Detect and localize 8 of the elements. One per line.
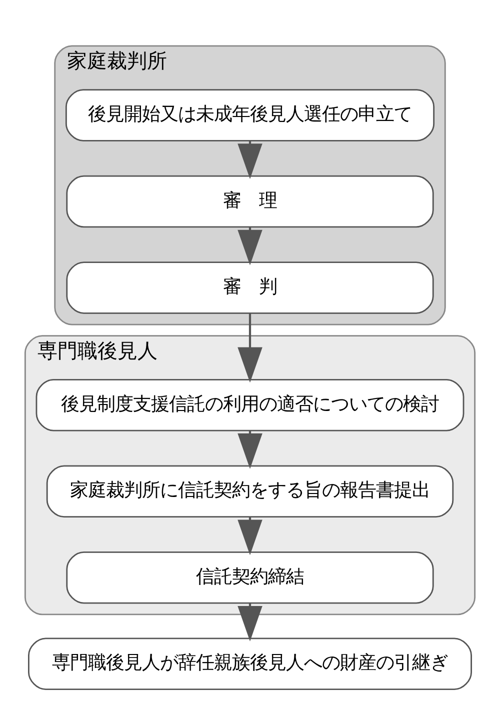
node-box: 審 理 xyxy=(66,175,434,228)
node-box: 後見制度支援信託の利用の適否についての検討 xyxy=(36,378,464,432)
arrow xyxy=(238,313,262,383)
node-box: 信託契約締結 xyxy=(66,551,434,604)
node-box: 後見開始又は未成年後見人選任の申立て xyxy=(65,89,435,142)
node-box: 専門職後見人が辞任親族後見人への財産の引継ぎ xyxy=(28,638,472,690)
node-box: 審 判 xyxy=(66,262,434,314)
node-box: 家庭裁判所に信託契約をする旨の報告書提出 xyxy=(46,465,454,518)
